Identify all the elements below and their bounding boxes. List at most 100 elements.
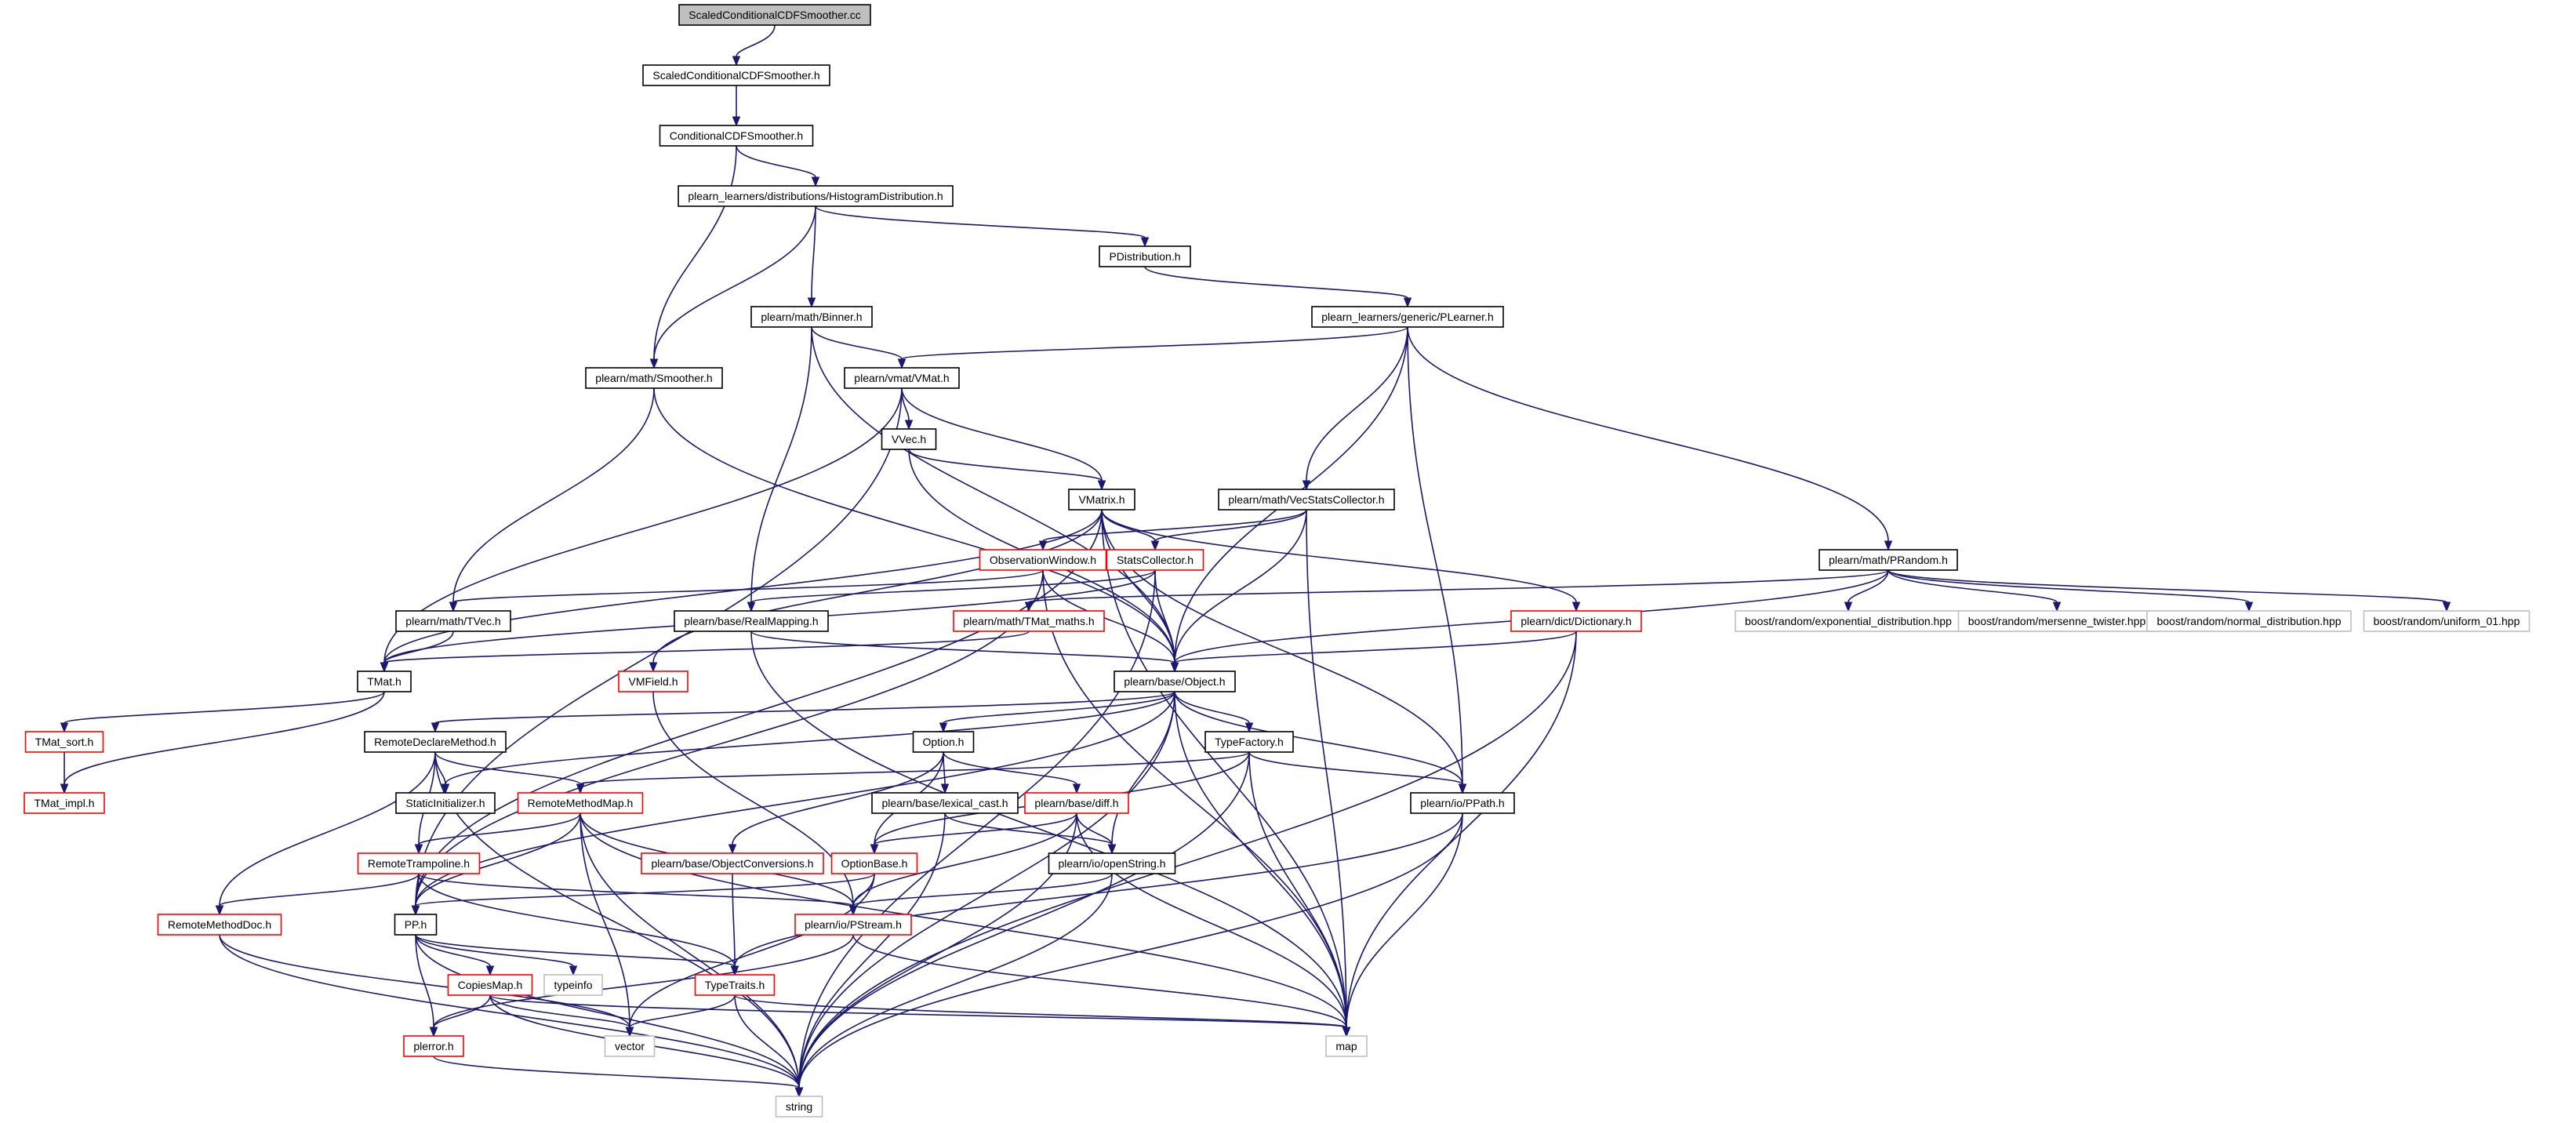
- graph-node-plearn-learners-generic-plearner-h[interactable]: plearn_learners/generic/PLearner.h: [1311, 306, 1504, 328]
- node-box: [678, 4, 871, 26]
- edge-statscoll-to-realmap: [747, 569, 1156, 612]
- edge-line: [943, 691, 1175, 724]
- graph-node-plearn-vmat-vmat-h[interactable]: plearn/vmat/VMat.h: [844, 367, 960, 389]
- edge-vecstats-to-map: [1306, 509, 1351, 1038]
- edge-line: [653, 205, 816, 360]
- edge-arrowhead: [1458, 783, 1467, 794]
- edge-line: [1346, 812, 1463, 1028]
- edge-line: [433, 994, 491, 1028]
- graph-node-plearn-dict-dictionary-h[interactable]: plearn/dict/Dictionary.h: [1510, 610, 1642, 632]
- graph-node-pp-h[interactable]: PP.h: [394, 914, 438, 936]
- graph-node-tmat-sort-h[interactable]: TMat_sort.h: [24, 731, 104, 753]
- edge-object-to-openstring: [1107, 691, 1175, 855]
- edge-line: [811, 326, 903, 360]
- node-label: plearn/base/diff.h: [1034, 797, 1118, 809]
- edge-arrowhead: [441, 783, 450, 794]
- graph-node-option-h[interactable]: Option.h: [912, 731, 975, 753]
- node-box: [912, 731, 975, 753]
- graph-node-copiesmap-h[interactable]: CopiesMap.h: [447, 974, 533, 996]
- graph-node-plearn-math-vecstatscollector-h[interactable]: plearn/math/VecStatsCollector.h: [1218, 489, 1395, 511]
- edge-diff-to-map: [1076, 812, 1351, 1038]
- node-box: [157, 914, 282, 936]
- edge-vmatrix-to-tmat: [380, 509, 1103, 673]
- graph-node-vvec-h[interactable]: VVec.h: [881, 428, 937, 450]
- node-box: [659, 125, 814, 147]
- node-label: ObservationWindow.h: [990, 554, 1096, 566]
- graph-node-optionbase-h[interactable]: OptionBase.h: [830, 852, 918, 874]
- graph-node-plearn-io-ppath-h[interactable]: plearn/io/PPath.h: [1410, 792, 1515, 814]
- graph-node-plearn-io-openstring-h[interactable]: plearn/io/openString.h: [1048, 852, 1176, 874]
- graph-node-remotemethodmap-h[interactable]: RemoteMethodMap.h: [517, 792, 644, 814]
- graph-node-plearn-math-tmat-maths-h[interactable]: plearn/math/TMat_maths.h: [953, 610, 1105, 632]
- edge-line: [1848, 569, 1889, 603]
- node-box: [1311, 306, 1504, 328]
- edge-line: [653, 387, 1175, 663]
- graph-nodes: ScaledConditionalCDFSmoother.ccScaledCon…: [24, 4, 2531, 1118]
- edge-scaled_h-to-cond_h: [732, 85, 741, 127]
- graph-node-plerror-h[interactable]: plerror.h: [403, 1035, 464, 1057]
- edge-arrowhead: [60, 722, 69, 733]
- edge-arrowhead: [1107, 844, 1117, 855]
- node-label: TypeFactory.h: [1215, 736, 1284, 748]
- graph-node-typefactory-h[interactable]: TypeFactory.h: [1204, 731, 1294, 753]
- edge-dict-to-map: [1342, 631, 1577, 1038]
- edge-line: [750, 326, 812, 603]
- edge-arrowhead: [1884, 540, 1893, 551]
- graph-node-pdistribution-h[interactable]: PDistribution.h: [1099, 245, 1191, 267]
- graph-node-remotedeclaremethod-h[interactable]: RemoteDeclareMethod.h: [364, 731, 507, 753]
- graph-node-scaledconditionalcdfsmoother-h[interactable]: ScaledConditionalCDFSmoother.h: [642, 64, 830, 86]
- edge-line: [1174, 509, 1307, 663]
- graph-node-staticinitializer-h[interactable]: StaticInitializer.h: [395, 792, 496, 814]
- edge-arrowhead: [1342, 1027, 1351, 1038]
- edge-arrowhead: [904, 420, 914, 431]
- node-label: VMatrix.h: [1078, 493, 1125, 506]
- node-box: [357, 671, 412, 692]
- graph-node-conditionalcdfsmoother-h[interactable]: ConditionalCDFSmoother.h: [659, 125, 814, 147]
- node-label: plearn/math/PRandom.h: [1829, 554, 1948, 566]
- graph-node-plearn-base-objectconversions-h[interactable]: plearn/base/ObjectConversions.h: [641, 852, 824, 874]
- node-box: [641, 852, 824, 874]
- edge-typefactory-to-ppath: [1248, 751, 1467, 794]
- edge-remtramp-to-pstream: [418, 873, 858, 916]
- graph-node-tmat-h[interactable]: TMat.h: [357, 671, 412, 692]
- graph-node-statscollector-h[interactable]: StatsCollector.h: [1106, 549, 1204, 571]
- graph-node-typetraits-h[interactable]: TypeTraits.h: [694, 974, 776, 996]
- edge-line: [219, 934, 800, 1088]
- node-box: [1204, 731, 1294, 753]
- edge-pp-to-typeinfo: [415, 934, 578, 976]
- edge-obswin-to-tvec: [449, 569, 1044, 612]
- edge-arrowhead: [485, 965, 495, 976]
- graph-node-plearn-math-prandom-h[interactable]: plearn/math/PRandom.h: [1818, 549, 1958, 571]
- graph-node-scaledconditionalcdfsmoother-cc[interactable]: ScaledConditionalCDFSmoother.cc: [678, 4, 871, 26]
- graph-node-plearn-math-binner-h[interactable]: plearn/math/Binner.h: [750, 306, 873, 328]
- graph-node-plearn-math-smoother-h[interactable]: plearn/math/Smoother.h: [585, 367, 723, 389]
- graph-node-tmat-impl-h[interactable]: TMat_impl.h: [24, 792, 105, 814]
- edge-arrowhead: [897, 358, 907, 369]
- graph-node-plearn-base-diff-h[interactable]: plearn/base/diff.h: [1024, 792, 1129, 814]
- node-box: [1068, 489, 1135, 511]
- node-box: [1510, 610, 1642, 632]
- node-box: [775, 1096, 823, 1118]
- graph-node-vmfield-h[interactable]: VMField.h: [618, 671, 689, 692]
- graph-node-plearn-io-pstream-h[interactable]: plearn/io/PStream.h: [794, 914, 912, 936]
- node-label: plearn/base/Object.h: [1124, 675, 1225, 688]
- graph-node-remotetrampoline-h[interactable]: RemoteTrampoline.h: [357, 852, 481, 874]
- edge-line: [64, 691, 385, 785]
- graph-node-plearn-base-object-h[interactable]: plearn/base/Object.h: [1114, 671, 1236, 692]
- graph-node-observationwindow-h[interactable]: ObservationWindow.h: [979, 549, 1107, 571]
- edge-line: [652, 509, 1103, 663]
- edge-tmat-to-tmatsort: [60, 691, 385, 733]
- graph-node-string: string: [775, 1096, 823, 1118]
- node-label: plearn/base/RealMapping.h: [684, 615, 818, 627]
- node-label: RemoteDeclareMethod.h: [374, 736, 496, 748]
- graph-node-vmatrix-h[interactable]: VMatrix.h: [1068, 489, 1135, 511]
- graph-node-plearn-math-tvec-h[interactable]: plearn/math/TVec.h: [395, 610, 511, 632]
- graph-node-plearn-base-lexical-cast-h[interactable]: plearn/base/lexical_cast.h: [871, 792, 1019, 814]
- edge-line: [383, 631, 454, 663]
- edge-vmfield-to-pstream: [652, 691, 858, 916]
- graph-node-remotemethoddoc-h[interactable]: RemoteMethodDoc.h: [157, 914, 282, 936]
- graph-node-plearn-learners-distributions-histogramdistribution-h[interactable]: plearn_learners/distributions/HistogramD…: [678, 185, 954, 207]
- node-box: [871, 792, 1019, 814]
- node-box: [694, 974, 776, 996]
- graph-node-plearn-base-realmapping-h[interactable]: plearn/base/RealMapping.h: [674, 610, 829, 632]
